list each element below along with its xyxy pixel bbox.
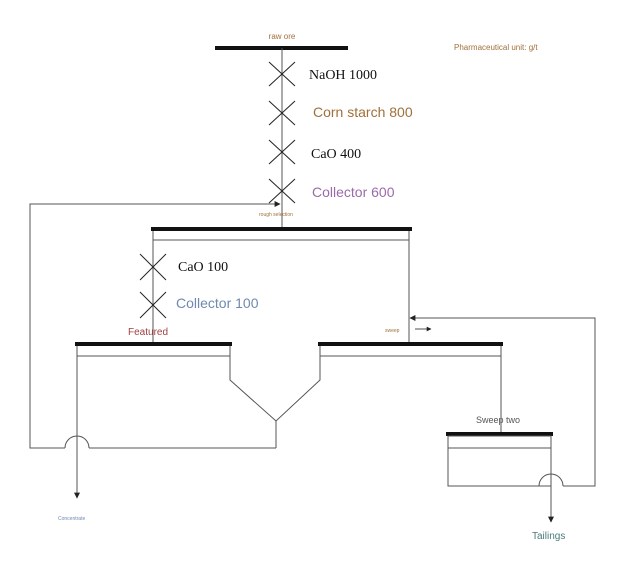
cleaner-reagent-cross-marks: [139, 253, 167, 319]
sweep-two-return-line: [409, 315, 596, 487]
reagent-cross-marks: [268, 61, 296, 204]
return-to-rough-line: [29, 201, 281, 449]
reagent-naoh: NaOH 1000: [309, 68, 377, 83]
sweep-two-cell: [447, 435, 552, 487]
tailings-label: Tailings: [532, 531, 565, 542]
reagent-collector-clean: Collector 100: [176, 295, 259, 311]
concentrate-label: Concentrate: [58, 516, 85, 522]
reagent-cao-clean: CaO 100: [178, 260, 228, 275]
raw-ore-label: raw ore: [269, 32, 296, 41]
rough-selection-label: rough selection: [259, 212, 293, 218]
reagent-corn-starch: Corn starch 800: [313, 104, 413, 120]
sweep-two-label: Sweep two: [476, 415, 520, 425]
reagent-cao-rough: CaO 400: [311, 147, 361, 162]
sweep-label: sweep: [385, 328, 400, 334]
reagent-collector-rough: Collector 600: [312, 184, 395, 200]
units-note: Pharmaceutical unit: g/t: [454, 43, 538, 52]
featured-label: Featured: [128, 327, 168, 338]
middlings-hopper: [229, 356, 321, 422]
